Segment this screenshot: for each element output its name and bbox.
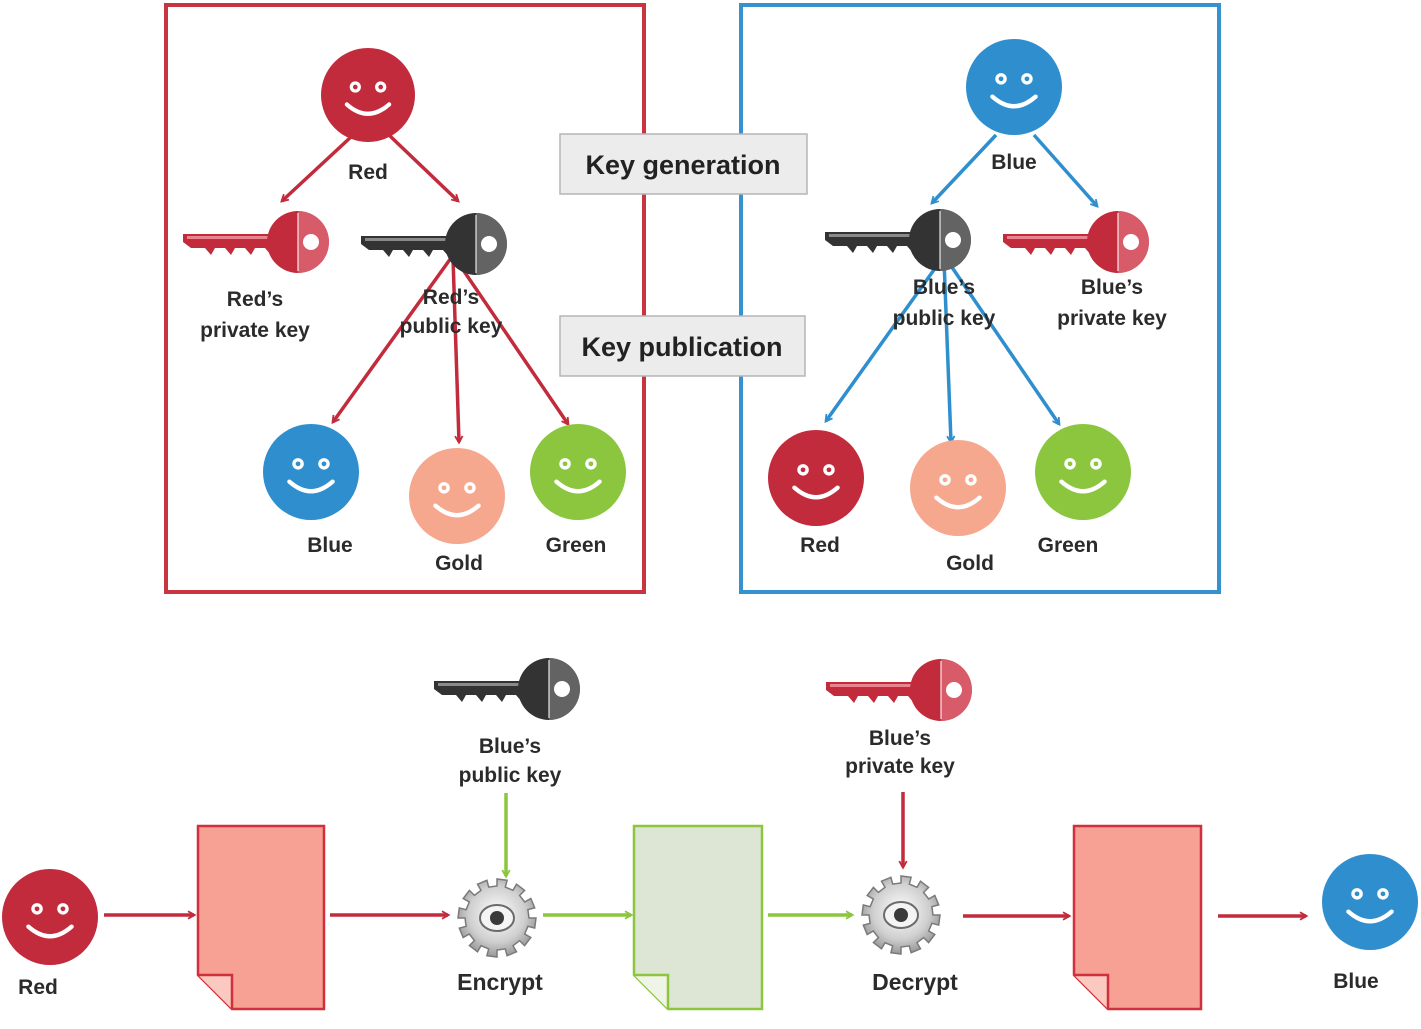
decrypted-document-icon — [1072, 824, 1203, 1011]
blue-public-key-label-2: public key — [893, 307, 996, 330]
arrow-blue-public-key-to-green — [945, 259, 1059, 424]
ciphertext-document-icon — [632, 824, 764, 1011]
red-panel: Red Red’s private key Red’s public key B… — [183, 48, 626, 575]
blue-owner-smiley — [966, 39, 1062, 135]
arrow-red-to-public-key — [388, 134, 458, 201]
decrypt-gear-icon — [861, 875, 941, 955]
arrow-red-public-key-to-gold — [451, 257, 459, 442]
blue-panel-red-smiley — [768, 430, 864, 526]
red-panel-frame — [164, 3, 646, 594]
red-owner-smiley — [321, 48, 415, 142]
red-private-key-label-2: private key — [200, 319, 310, 342]
arrow-blue-to-private-key — [1032, 133, 1097, 206]
flow-private-key-label-1: Blue’s — [869, 727, 931, 750]
red-public-key-label-2: public key — [400, 315, 503, 338]
arrow-red-to-private-key — [282, 134, 354, 201]
flow-receiver-label: Blue — [1333, 970, 1379, 993]
flow-private-key-icon — [826, 659, 972, 721]
red-panel-recipient-green: Green — [546, 534, 607, 557]
red-private-key-label-1: Red’s — [227, 288, 283, 311]
blue-panel-recipient-gold: Gold — [946, 552, 994, 575]
blue-public-key-label-1: Blue’s — [913, 276, 975, 299]
red-public-key-label-1: Red’s — [423, 286, 479, 309]
red-panel-recipient-blue: Blue — [307, 534, 353, 557]
arrow-blue-to-public-key — [932, 133, 998, 203]
arrow-blue-public-key-to-gold — [942, 259, 951, 442]
blue-private-key-label-2: private key — [1057, 307, 1167, 330]
blue-panel-frame — [739, 3, 1221, 594]
blue-panel-recipient-green: Green — [1038, 534, 1099, 557]
blue-panel-recipient-red: Red — [800, 534, 840, 557]
arrow-blue-public-key-to-red — [826, 258, 943, 421]
encrypt-gear-icon — [457, 878, 537, 958]
flow-public-key-label-1: Blue’s — [479, 735, 541, 758]
blue-panel: Blue Blue’s public key Blue’s private ke… — [768, 39, 1167, 575]
red-public-key-icon — [361, 213, 507, 275]
red-private-key-icon — [183, 211, 329, 273]
red-owner-label: Red — [348, 161, 388, 184]
flow-public-key-icon — [434, 658, 580, 720]
blue-panel-gold-smiley — [910, 440, 1006, 536]
decrypt-label: Decrypt — [872, 969, 958, 995]
blue-private-key-label-1: Blue’s — [1081, 276, 1143, 299]
red-panel-blue-smiley — [263, 424, 359, 520]
flow-receiver-smiley — [1322, 854, 1418, 950]
blue-panel-green-smiley — [1035, 424, 1131, 520]
message-flow: Blue’s public key Blue’s private key Red — [2, 658, 1418, 1011]
blue-private-key-icon — [1003, 211, 1149, 273]
red-panel-gold-smiley — [409, 448, 505, 544]
arrow-red-public-key-to-green — [453, 257, 568, 424]
flow-sender-label: Red — [18, 976, 58, 999]
svg-text:Key publication: Key publication — [581, 332, 782, 362]
red-panel-green-smiley — [530, 424, 626, 520]
red-panel-recipient-gold: Gold — [435, 552, 483, 575]
blue-public-key-icon — [825, 209, 971, 271]
encrypt-label: Encrypt — [457, 969, 543, 995]
flow-private-key-label-2: private key — [845, 755, 955, 778]
key-generation-label: Key generation — [559, 133, 808, 195]
arrow-red-public-key-to-blue — [333, 256, 453, 422]
flow-sender-smiley — [2, 869, 98, 965]
flow-public-key-label-2: public key — [459, 764, 562, 787]
svg-text:Key generation: Key generation — [585, 150, 780, 180]
blue-owner-label: Blue — [991, 151, 1037, 174]
plaintext-document-icon — [196, 824, 326, 1011]
key-publication-label: Key publication — [559, 315, 806, 377]
